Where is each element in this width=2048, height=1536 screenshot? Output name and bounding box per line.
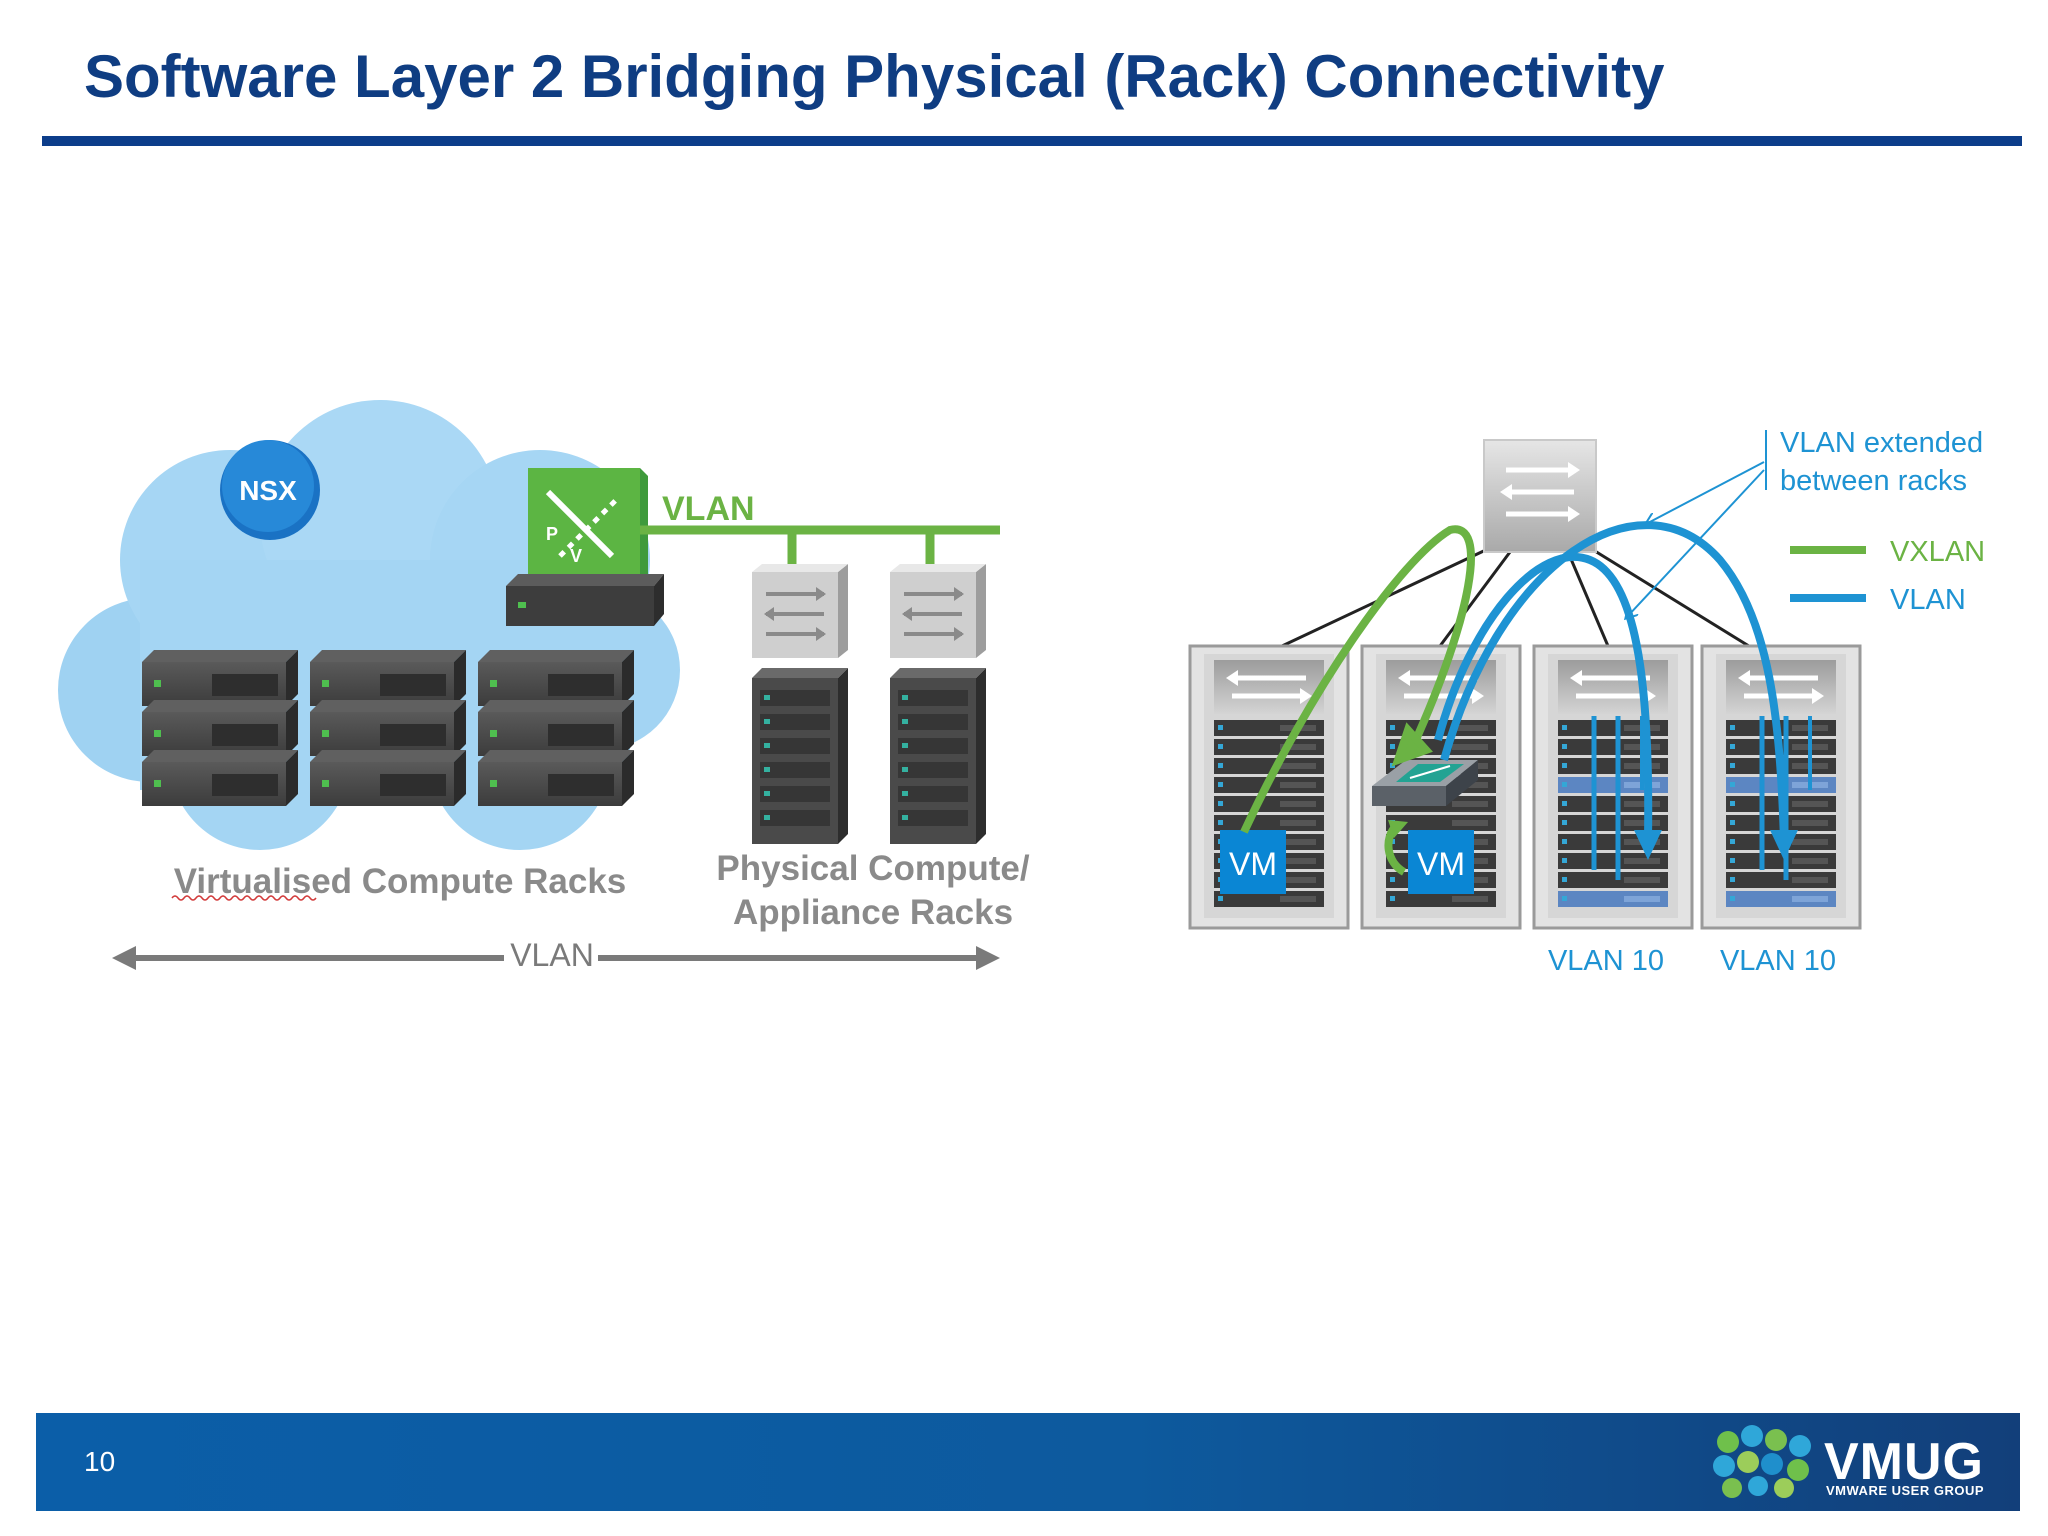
vxlan-path: [1240, 525, 1475, 876]
core-switch: [1483, 439, 1597, 553]
vmug-logo-text: VMUG: [1824, 1433, 1984, 1491]
server-rack: [1532, 644, 1694, 930]
callout-bracket: [1626, 430, 1767, 618]
virtualised-server-stack: [142, 650, 634, 806]
nsx-label: NSX: [239, 475, 297, 506]
bridge-letter-v: V: [570, 546, 582, 566]
title-divider: [42, 136, 2022, 146]
compute-server: [142, 700, 298, 756]
right-racks: [1188, 644, 1862, 930]
callout-line1: VLAN extended: [1780, 427, 1983, 459]
bridge-appliance: [1372, 760, 1478, 806]
virtualised-racks-label: Virtualised Compute Racks: [174, 862, 627, 901]
vm-label-2: VM: [1417, 846, 1465, 882]
vm-box-1: VM: [1220, 830, 1286, 894]
legend-vlan-label: VLAN: [1890, 584, 1966, 616]
nsx-badge: NSX: [220, 440, 320, 540]
vlan-span-arrow: [112, 946, 1000, 970]
vmug-logo-subtitle: VMWARE USER GROUP: [1826, 1483, 1985, 1498]
physical-rack: [890, 564, 986, 844]
compute-server: [478, 650, 634, 706]
bridge-gateway-icon: P V: [528, 468, 648, 580]
compute-server: [478, 750, 634, 806]
compute-server: [142, 750, 298, 806]
vmug-logo-icon: [1713, 1425, 1811, 1498]
legend-vxlan-label: VXLAN: [1890, 536, 1985, 568]
footer-bar: [36, 1413, 2020, 1511]
physical-racks: [752, 564, 986, 844]
callout-line2: between racks: [1780, 465, 1967, 497]
physical-rack: [752, 564, 848, 844]
spellcheck-underline: [171, 895, 317, 901]
vm-box-2: VM: [1408, 830, 1474, 894]
compute-server: [310, 700, 466, 756]
bridge-host-server: [506, 574, 664, 626]
compute-server: [478, 700, 634, 756]
legend: VXLAN VLAN: [1790, 536, 1985, 616]
vlan-paths: [1434, 521, 1788, 841]
physical-racks-label-line2: Appliance Racks: [733, 893, 1013, 932]
compute-server: [310, 650, 466, 706]
compute-server: [310, 750, 466, 806]
vlan-label-top: VLAN: [662, 490, 755, 528]
vlan-span-label: VLAN: [510, 937, 594, 973]
vlan-arrowheads: [1634, 830, 1798, 860]
compute-server: [142, 650, 298, 706]
slide-title: Software Layer 2 Bridging Physical (Rack…: [84, 43, 1665, 110]
vm-label-1: VM: [1229, 846, 1277, 882]
page-number: 10: [84, 1446, 116, 1477]
rack4-vlan-label: VLAN 10: [1720, 945, 1836, 977]
physical-racks-label-line1: Physical Compute/: [716, 849, 1029, 888]
bridge-letter-p: P: [546, 524, 558, 544]
rack3-vlan-label: VLAN 10: [1548, 945, 1664, 977]
bridging-diagram: NSX P V VLAN Virtualised Compute Racks P…: [58, 400, 1985, 977]
